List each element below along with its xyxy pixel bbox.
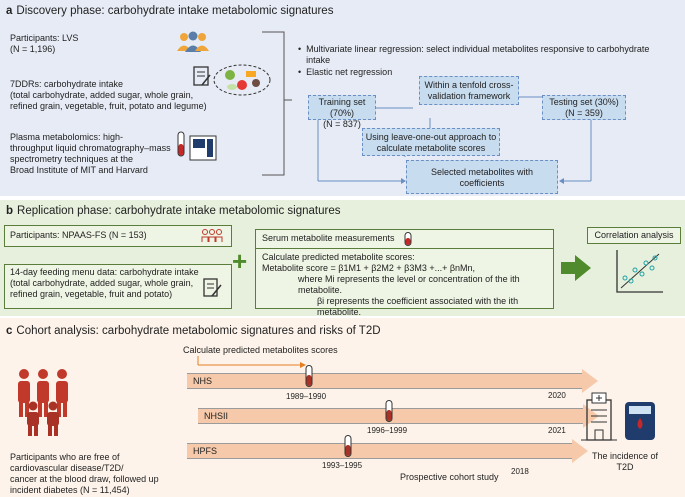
hpfs-tube-icon (344, 435, 352, 457)
calc-scores-label: Calculate predicted metabolites scores (183, 345, 338, 355)
panel-a-letter: a (6, 5, 13, 17)
selected-metabolites-box: Selected metabolites with coefficients (406, 160, 558, 194)
testing-set-box: Testing set (30%) (N = 359) (542, 95, 626, 120)
clipboard-icon (203, 278, 222, 297)
nhsii-draw-years: 1996–1999 (367, 426, 408, 435)
training-set-box: Training set (70%) (N = 837) (308, 95, 376, 129)
participants-lvs: Participants: LVS (N = 1,196) (10, 33, 79, 54)
nhs-timeline: NHS (187, 373, 583, 389)
participants-red-icon (18, 369, 68, 436)
nhs-tube-icon (305, 365, 313, 387)
npaas-participants-box: Participants: NPAAS-FS (N = 153) (4, 225, 232, 247)
serum-tube-icon (404, 232, 412, 246)
mass-spectrometer-icon (177, 131, 217, 161)
correlation-analysis-box: Correlation analysis (587, 227, 681, 244)
nhs-arrow-head (582, 369, 598, 393)
score-formula: Metabolite score = β1M1 + β2M2 + β3M3 +.… (262, 263, 476, 273)
cohort-participants-text: Participants who are free of cardiovascu… (10, 452, 159, 495)
hpfs-timeline: HPFS (187, 443, 573, 459)
nhs-draw-years: 1989–1990 (286, 392, 327, 401)
food-record-icon (193, 64, 271, 96)
plus-sign: + (232, 246, 248, 276)
people-group-icon (177, 31, 209, 52)
panel-a-title-text: Discovery phase: carbohydrate intake met… (16, 5, 334, 17)
feeding-menu-box: 14-day feeding menu data: carbohydrate i… (4, 264, 232, 309)
serum-measurement-label: Serum metabolite measurements (262, 233, 395, 243)
prospective-cohort-label: Prospective cohort study (400, 472, 499, 482)
tenfold-cv-box: Within a tenfold cross- validation frame… (419, 76, 519, 105)
methods-bullets: •Multivariate linear regression: select … (298, 44, 650, 77)
score-calculation-box: Serum metabolite measurements Calculate … (255, 229, 554, 317)
hpfs-end-year: 2018 (511, 467, 529, 476)
hpfs-arrow-head (572, 439, 588, 463)
people-outline-icon (201, 229, 223, 242)
nhsii-end-year: 2021 (548, 426, 566, 435)
flow-connectors (317, 94, 592, 184)
scatter-plot-icon (616, 250, 663, 293)
bracket-connector (262, 31, 292, 176)
nhs-end-year: 2020 (548, 391, 566, 400)
nhsii-tube-icon (385, 400, 393, 422)
plasma-metabolomics: Plasma metabolomics: high- throughput li… (10, 132, 171, 175)
calc-scores-pointer (197, 356, 306, 368)
hpfs-draw-years: 1993–1995 (322, 461, 363, 470)
hospital-glucose-icon (581, 392, 655, 441)
ddr-description: 7DDRs: carbohydrate intake (total carboh… (10, 79, 207, 111)
leave-one-out-box: Using leave-one-out approach to calculat… (362, 128, 500, 156)
incidence-t2d-label: The incidence of T2D (591, 451, 659, 472)
green-arrow (561, 255, 591, 281)
